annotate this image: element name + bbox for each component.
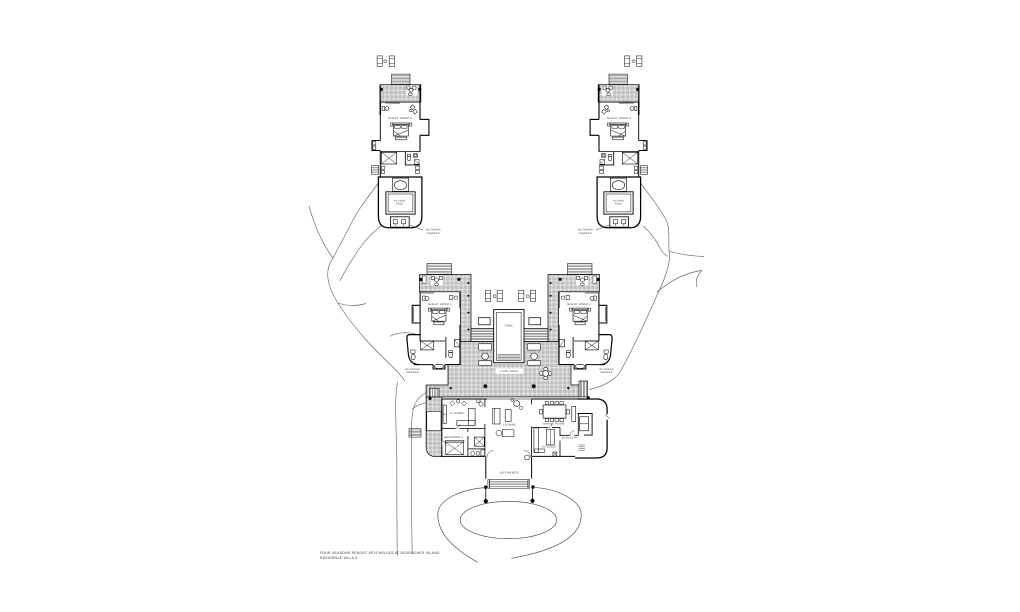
svg-text:RESIDENCE VILLA 4: RESIDENCE VILLA 4 [320, 556, 357, 560]
svg-text:PLUNGE: PLUNGE [394, 199, 406, 202]
svg-text:GUEST ROOM 2: GUEST ROOM 2 [567, 303, 591, 306]
svg-text:FOUR SEASONS RESORT SEYCHELLES: FOUR SEASONS RESORT SEYCHELLES AT DESROC… [320, 551, 440, 555]
svg-text:GUEST ROOM 5: GUEST ROOM 5 [607, 117, 631, 120]
svg-text:SHOWER: SHOWER [427, 232, 440, 235]
svg-text:DINING ROOM: DINING ROOM [543, 423, 564, 426]
svg-text:POOL: POOL [505, 324, 514, 327]
svg-text:KITCHEN: KITCHEN [542, 446, 556, 449]
svg-text:ENTRANCE: ENTRANCE [500, 471, 519, 474]
svg-text:OUTDOOR: OUTDOOR [578, 229, 593, 232]
svg-text:OUTDOOR: OUTDOOR [405, 368, 420, 371]
svg-text:GUEST ROOM 1: GUEST ROOM 1 [428, 303, 452, 306]
svg-text:SHOWER: SHOWER [406, 371, 419, 374]
svg-text:OUTDOOR: OUTDOOR [599, 368, 614, 371]
svg-text:BEDROOM 3: BEDROOM 3 [444, 436, 462, 439]
svg-text:TV ROOM: TV ROOM [449, 412, 463, 415]
svg-text:POOL: POOL [615, 203, 623, 206]
svg-text:SCULLERY: SCULLERY [562, 436, 578, 439]
svg-text:OUTDOOR: OUTDOOR [426, 229, 441, 232]
svg-text:PLUNGE: PLUNGE [613, 199, 625, 202]
svg-text:SHOWER: SHOWER [600, 371, 613, 374]
svg-text:LOUNGE: LOUNGE [503, 424, 516, 427]
svg-text:GUEST ROOM 4: GUEST ROOM 4 [388, 117, 412, 120]
svg-text:POOL DECK: POOL DECK [501, 370, 519, 373]
svg-text:SHOWER: SHOWER [579, 232, 592, 235]
svg-text:POOL: POOL [396, 203, 404, 206]
